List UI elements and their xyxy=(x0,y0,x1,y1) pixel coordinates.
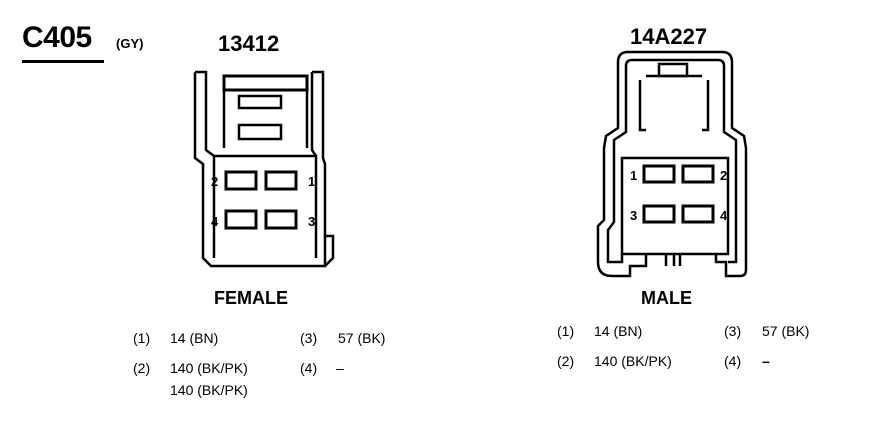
female-pin-2-circuit: 140 (BK/PK) xyxy=(170,360,248,376)
male-cavity-label-2: 2 xyxy=(720,168,727,183)
connector-color: (GY) xyxy=(116,36,144,51)
male-pin-1-num: (1) xyxy=(557,323,575,339)
female-cavity-label-2: 2 xyxy=(211,174,218,189)
female-pin-3-num: (3) xyxy=(300,330,318,346)
male-part-number: 14A227 xyxy=(630,24,708,49)
connector-id: C405 xyxy=(22,21,92,54)
female-part-number: 13412 xyxy=(218,31,280,56)
female-pin-2-num: (2) xyxy=(133,360,151,376)
female-cavity-label-4: 4 xyxy=(211,214,219,229)
male-cavity-label-3: 3 xyxy=(630,208,637,223)
male-pin-4-num: (4) xyxy=(724,353,742,369)
female-pin-3-circuit: 57 (BK) xyxy=(338,330,386,346)
male-pin-3-circuit: 57 (BK) xyxy=(762,323,810,339)
male-cavity-4 xyxy=(681,204,715,224)
male-cavity-label-4: 4 xyxy=(720,208,728,223)
male-pin-2-num: (2) xyxy=(557,353,575,369)
female-pin-2-circuit-second: 140 (BK/PK) xyxy=(170,382,248,398)
male-pin-1-circuit: 14 (BN) xyxy=(594,323,643,339)
female-label: FEMALE xyxy=(214,288,288,308)
male-pin-2-circuit: 140 (BK/PK) xyxy=(594,353,672,369)
female-cavity-4 xyxy=(224,209,258,230)
female-pin-4-num: (4) xyxy=(300,360,318,376)
male-pin-3-num: (3) xyxy=(724,323,742,339)
female-cavity-3 xyxy=(264,209,298,230)
female-cavity-label-1: 1 xyxy=(308,174,315,189)
male-label: MALE xyxy=(641,288,692,308)
male-cavity-label-1: 1 xyxy=(630,168,637,183)
male-cavity-2 xyxy=(681,164,715,184)
connector-id-underline xyxy=(22,60,104,63)
male-pin-4-circuit: – xyxy=(762,353,770,369)
female-cavity-2 xyxy=(224,170,258,191)
female-pin-1-num: (1) xyxy=(133,330,151,346)
female-pin-1-circuit: 14 (BN) xyxy=(170,330,219,346)
female-cavity-label-3: 3 xyxy=(308,214,315,229)
female-pin-4-circuit: – xyxy=(336,360,344,376)
male-cavity-1 xyxy=(642,164,676,184)
female-cavity-1 xyxy=(264,170,298,191)
male-connector-drawing xyxy=(596,50,748,278)
female-connector-drawing xyxy=(193,70,335,268)
male-cavity-3 xyxy=(642,204,676,224)
